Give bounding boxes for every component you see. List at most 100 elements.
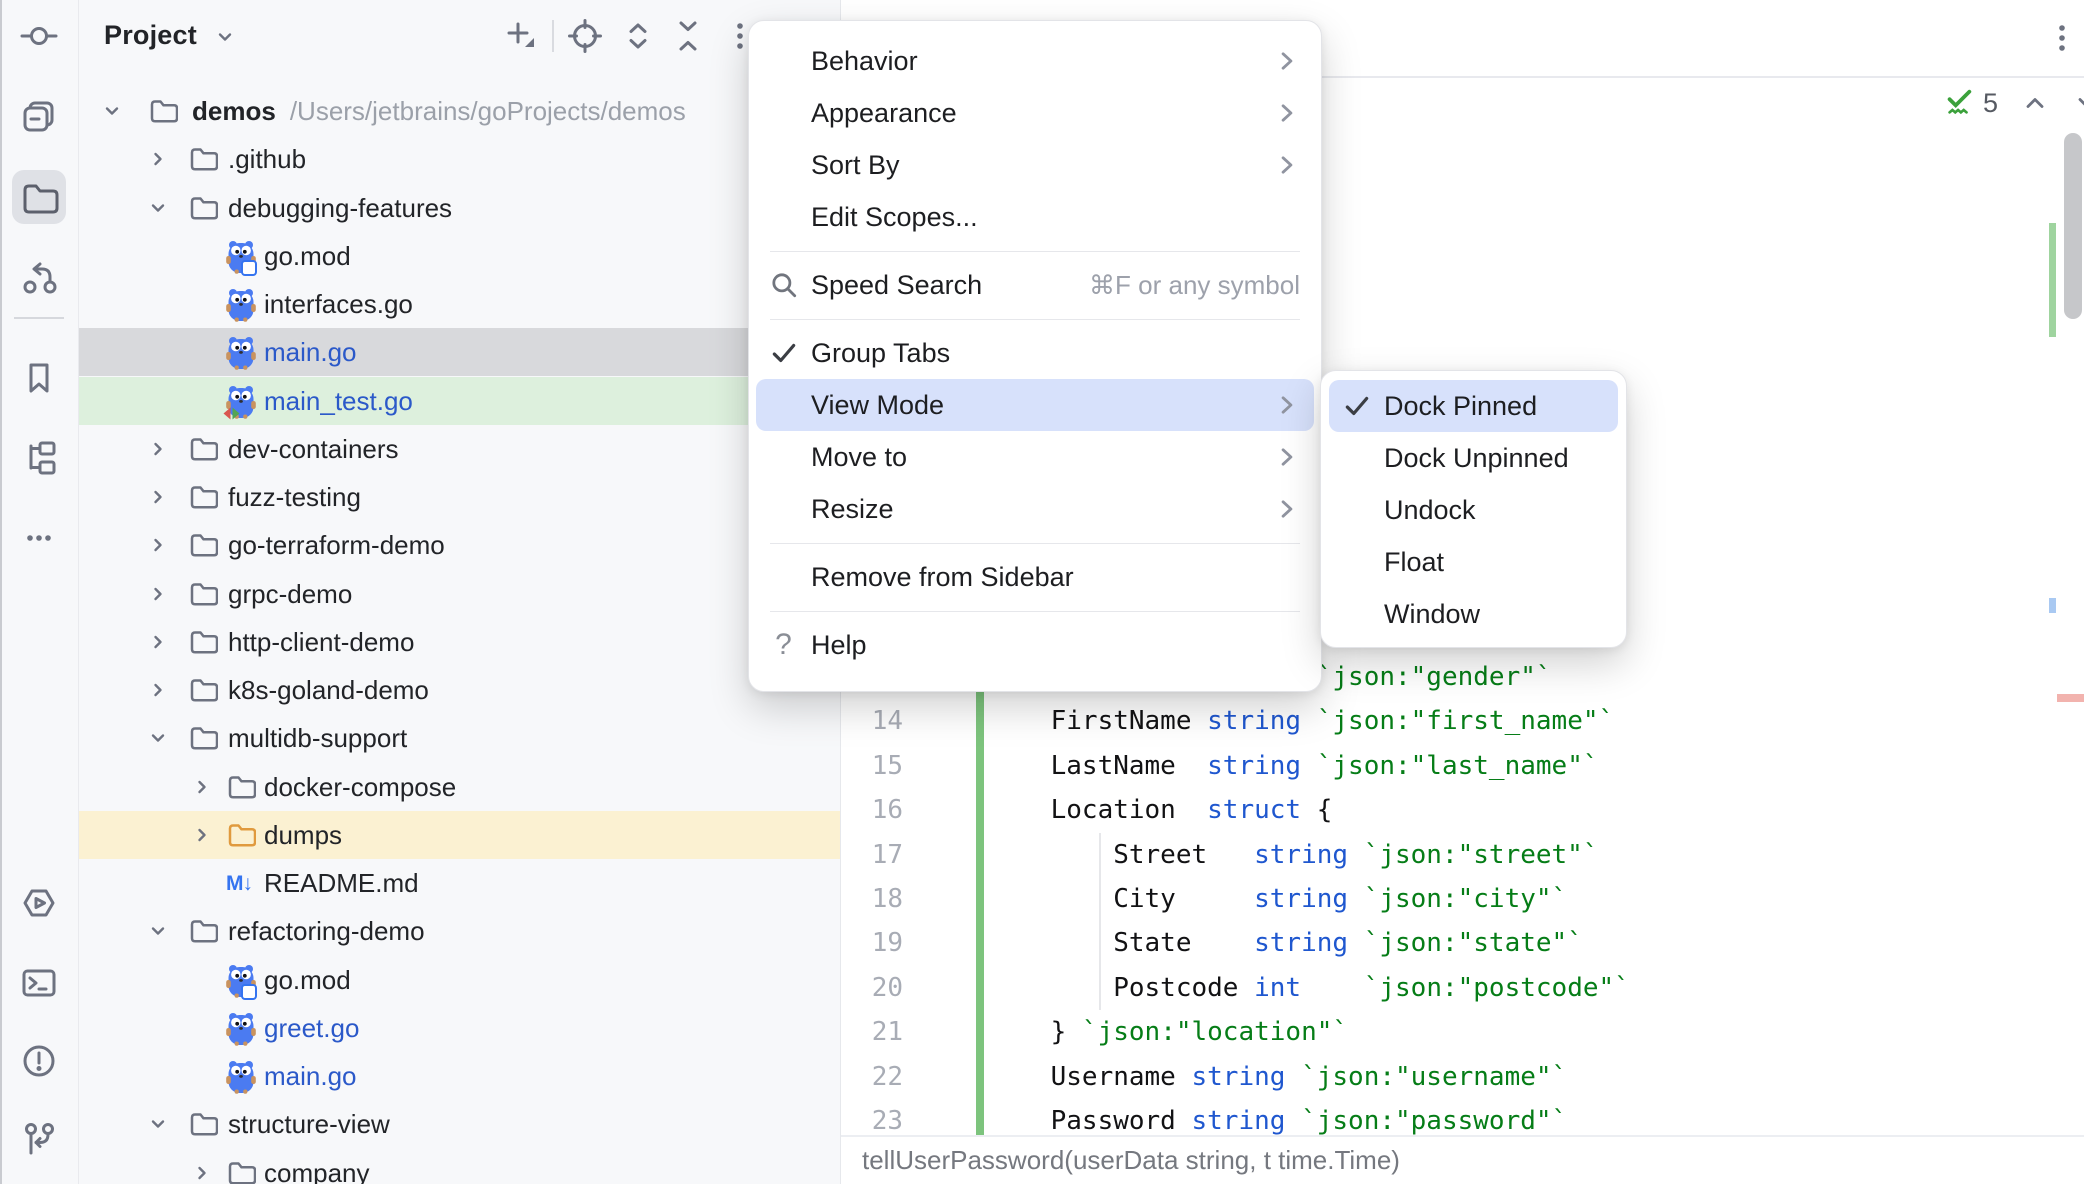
inspections-ok-icon[interactable] bbox=[1943, 87, 1975, 119]
code-line[interactable]: 18 City string `json:"city"` bbox=[840, 877, 2084, 922]
chevron-down-icon[interactable] bbox=[146, 726, 170, 750]
menu-item-resize[interactable]: Resize bbox=[756, 483, 1314, 535]
menu-item-move-to[interactable]: Move to bbox=[756, 431, 1314, 483]
next-problem-chevron-down-icon[interactable] bbox=[2072, 88, 2084, 118]
tree-row-main-test-go[interactable]: main_test.go bbox=[78, 377, 840, 425]
chevron-down-icon[interactable] bbox=[146, 196, 170, 220]
tree-row-fuzz-testing[interactable]: fuzz-testing bbox=[78, 473, 840, 521]
menu-item-speed-search[interactable]: Speed Search⌘F or any symbol bbox=[756, 259, 1314, 311]
code-line[interactable]: 22 Username string `json:"username"` bbox=[840, 1055, 2084, 1100]
tree-row-debugging-features[interactable]: debugging-features bbox=[78, 184, 840, 232]
services-icon[interactable] bbox=[19, 883, 59, 923]
tree-row-multidb-support[interactable]: multidb-support bbox=[78, 714, 840, 762]
line-number[interactable]: 22 bbox=[871, 1061, 903, 1092]
previous-problem-chevron-up-icon[interactable] bbox=[2020, 88, 2050, 118]
line-number[interactable]: 19 bbox=[871, 928, 903, 959]
go-file-icon bbox=[226, 336, 258, 370]
line-number[interactable]: 23 bbox=[871, 1106, 903, 1136]
add-icon[interactable] bbox=[500, 16, 540, 56]
structure-icon[interactable] bbox=[19, 438, 59, 478]
code-line[interactable]: 17 Street string `json:"street"` bbox=[840, 833, 2084, 878]
chevron-down-icon[interactable] bbox=[100, 99, 124, 123]
kebab-icon[interactable] bbox=[720, 16, 760, 56]
line-number[interactable]: 21 bbox=[871, 1017, 903, 1048]
bookmarks-icon[interactable] bbox=[19, 358, 59, 398]
chevron-right-icon[interactable] bbox=[146, 630, 170, 654]
line-number[interactable]: 16 bbox=[871, 795, 903, 826]
chevron-right-icon[interactable] bbox=[146, 582, 170, 606]
editor-scrollbar-thumb[interactable] bbox=[2064, 133, 2082, 319]
collapse-all-icon[interactable] bbox=[668, 16, 708, 56]
menu-item-behavior[interactable]: Behavior bbox=[756, 35, 1314, 87]
project-panel-title[interactable]: Project bbox=[104, 20, 197, 50]
code-line[interactable]: 21 } `json:"location"` bbox=[840, 1010, 2084, 1055]
tree-row-interfaces-go[interactable]: interfaces.go bbox=[78, 280, 840, 328]
line-number[interactable]: 15 bbox=[871, 750, 903, 781]
expand-all-icon[interactable] bbox=[618, 16, 658, 56]
locate-icon[interactable] bbox=[565, 16, 605, 56]
code-line[interactable]: 16 Location struct { bbox=[840, 788, 2084, 833]
tree-item-label: greet.go bbox=[264, 1013, 360, 1043]
tree-row-readme-md[interactable]: M↓README.md bbox=[78, 859, 840, 907]
tree-row-k8s-goland-demo[interactable]: k8s-goland-demo bbox=[78, 666, 840, 714]
menu-item-edit-scopes[interactable]: Edit Scopes... bbox=[756, 191, 1314, 243]
code-line[interactable]: 14 FirstName string `json:"first_name"` bbox=[840, 699, 2084, 744]
more-icon[interactable] bbox=[19, 518, 59, 558]
tree-row-demos[interactable]: demos/Users/jetbrains/goProjects/demos bbox=[78, 87, 840, 135]
commit-icon[interactable] bbox=[19, 16, 59, 56]
menu-item-view-mode[interactable]: View Mode bbox=[756, 379, 1314, 431]
git-branch-icon[interactable] bbox=[19, 1120, 59, 1160]
tree-row-docker-compose[interactable]: docker-compose bbox=[78, 763, 840, 811]
chevron-down-icon[interactable] bbox=[146, 919, 170, 943]
tree-row-structure-view[interactable]: structure-view bbox=[78, 1100, 840, 1148]
chevron-right-icon[interactable] bbox=[190, 823, 214, 847]
tree-row-main-go[interactable]: main.go bbox=[78, 328, 840, 376]
menu-item-dock-unpinned[interactable]: Dock Unpinned bbox=[1329, 432, 1618, 484]
menu-item-float[interactable]: Float bbox=[1329, 536, 1618, 588]
code-line[interactable]: 23 Password string `json:"password"` bbox=[840, 1099, 2084, 1144]
pull-requests-icon[interactable] bbox=[19, 257, 59, 297]
menu-item-remove-from-sidebar[interactable]: Remove from Sidebar bbox=[756, 551, 1314, 603]
project-view-chevron-down-icon[interactable] bbox=[213, 25, 237, 49]
chevron-right-icon[interactable] bbox=[190, 1161, 214, 1184]
menu-item-dock-pinned[interactable]: Dock Pinned bbox=[1329, 380, 1618, 432]
chevron-right-icon[interactable] bbox=[190, 775, 214, 799]
menu-item-appearance[interactable]: Appearance bbox=[756, 87, 1314, 139]
code-line[interactable]: 19 State string `json:"state"` bbox=[840, 921, 2084, 966]
line-number[interactable]: 14 bbox=[871, 706, 903, 737]
code-line[interactable]: 15 LastName string `json:"last_name"` bbox=[840, 744, 2084, 789]
tree-row--github[interactable]: .github bbox=[78, 135, 840, 183]
tree-row-go-mod[interactable]: go.mod bbox=[78, 232, 840, 280]
tree-row-dev-containers[interactable]: dev-containers bbox=[78, 425, 840, 473]
editor-more-kebab-icon[interactable] bbox=[2042, 18, 2082, 58]
chevron-right-icon[interactable] bbox=[146, 485, 170, 509]
code-line[interactable]: 20 Postcode int `json:"postcode"` bbox=[840, 966, 2084, 1011]
menu-item-sort-by[interactable]: Sort By bbox=[756, 139, 1314, 191]
tree-row-go-terraform-demo[interactable]: go-terraform-demo bbox=[78, 521, 840, 569]
tree-row-http-client-demo[interactable]: http-client-demo bbox=[78, 618, 840, 666]
menu-item-help[interactable]: ?Help bbox=[756, 619, 1314, 671]
chevron-right-icon[interactable] bbox=[146, 533, 170, 557]
menu-item-window[interactable]: Window bbox=[1329, 588, 1618, 640]
tree-row-greet-go[interactable]: greet.go bbox=[78, 1004, 840, 1052]
menu-item-group-tabs[interactable]: Group Tabs bbox=[756, 327, 1314, 379]
tree-row-go-mod[interactable]: go.mod bbox=[78, 956, 840, 1004]
editor-copies-icon[interactable] bbox=[19, 96, 59, 136]
tree-row-dumps[interactable]: dumps bbox=[78, 811, 840, 859]
line-number[interactable]: 20 bbox=[871, 972, 903, 1003]
chevron-down-icon[interactable] bbox=[146, 1112, 170, 1136]
chevron-right-icon[interactable] bbox=[146, 678, 170, 702]
project-folder-icon[interactable] bbox=[19, 177, 59, 217]
tree-row-refactoring-demo[interactable]: refactoring-demo bbox=[78, 907, 840, 955]
chevron-right-icon[interactable] bbox=[146, 437, 170, 461]
tree-row-company[interactable]: company bbox=[78, 1149, 840, 1184]
inspections-count[interactable]: 5 bbox=[1983, 87, 1999, 118]
chevron-right-icon[interactable] bbox=[146, 147, 170, 171]
problems-icon[interactable] bbox=[19, 1041, 59, 1081]
tree-row-grpc-demo[interactable]: grpc-demo bbox=[78, 570, 840, 618]
tree-row-main-go[interactable]: main.go bbox=[78, 1052, 840, 1100]
line-number[interactable]: 18 bbox=[871, 884, 903, 914]
line-number[interactable]: 17 bbox=[871, 839, 903, 870]
menu-item-undock[interactable]: Undock bbox=[1329, 484, 1618, 536]
terminal-icon[interactable] bbox=[19, 963, 59, 1003]
